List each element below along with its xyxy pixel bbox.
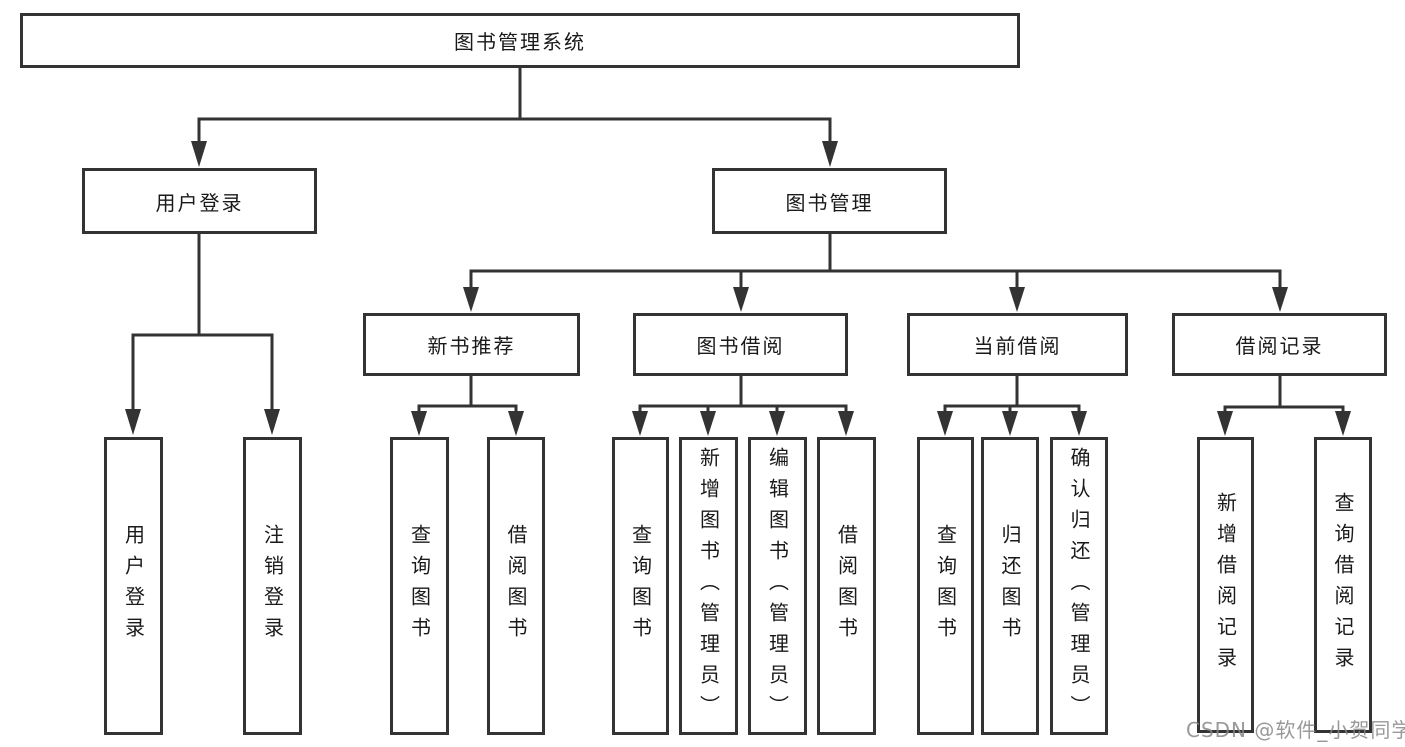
- node-label: 查询图书: [933, 524, 958, 648]
- node-label: 图书管理: [785, 190, 874, 215]
- node-label: 确认归还（管理员）: [1067, 446, 1091, 726]
- node-label: 图书借阅: [696, 334, 785, 358]
- arrowhead: [700, 411, 716, 436]
- arrowhead: [1071, 411, 1087, 436]
- node-label: 当前借阅: [973, 334, 1062, 358]
- arrowhead: [411, 411, 427, 436]
- node-book-management: 图书管理: [712, 168, 947, 234]
- arrowhead: [733, 287, 749, 312]
- leaf-query-borrow-record: 查询借阅记录: [1314, 437, 1372, 733]
- leaf-borrow-book: 借阅图书: [817, 437, 876, 735]
- node-user-login: 用户登录: [82, 168, 317, 234]
- node-label: 编辑图书（管理员）: [765, 446, 790, 726]
- leaf-return-book: 归还图书: [981, 437, 1039, 735]
- arrowhead: [937, 411, 953, 436]
- node-borrow-records: 借阅记录: [1172, 313, 1387, 376]
- node-label: 借阅记录: [1235, 334, 1324, 358]
- node-library-management-system: 图书管理系统: [20, 13, 1020, 68]
- node-label: 新增借阅记录: [1213, 492, 1238, 678]
- leaf-query-books-borrow: 查询图书: [612, 437, 669, 735]
- node-label: 注销登录: [260, 524, 285, 648]
- arrowhead: [463, 287, 479, 312]
- node-label: 新书推荐: [427, 334, 516, 358]
- arrowhead: [1272, 287, 1288, 312]
- leaf-add-book-admin: 新增图书（管理员）: [679, 437, 738, 735]
- leaf-query-books-recommend: 查询图书: [390, 437, 449, 735]
- arrowhead: [1217, 411, 1233, 436]
- arrowhead: [632, 411, 648, 436]
- leaf-edit-book-admin: 编辑图书（管理员）: [748, 437, 807, 735]
- node-label: 查询图书: [628, 524, 653, 648]
- node-label: 图书管理系统: [454, 30, 586, 54]
- node-new-book-recommend: 新书推荐: [363, 313, 580, 376]
- node-label: 查询图书: [407, 524, 432, 648]
- node-label: 归还图书: [998, 524, 1022, 648]
- leaf-add-borrow-record: 新增借阅记录: [1197, 437, 1254, 733]
- leaf-user-login: 用户登录: [104, 437, 163, 735]
- node-label: 用户登录: [155, 190, 244, 215]
- leaf-borrow-books-recommend: 借阅图书: [487, 437, 545, 735]
- node-label: 新增图书（管理员）: [696, 446, 721, 726]
- arrowhead: [1002, 411, 1018, 436]
- arrowhead: [822, 141, 838, 167]
- node-label: 用户登录: [121, 524, 146, 648]
- arrowhead: [838, 411, 854, 436]
- node-current-borrow: 当前借阅: [907, 313, 1128, 376]
- node-label: 借阅图书: [834, 524, 859, 648]
- arrowhead: [125, 409, 141, 435]
- node-book-borrow: 图书借阅: [633, 313, 848, 376]
- arrowhead: [1009, 287, 1025, 312]
- node-label: 借阅图书: [504, 524, 528, 648]
- leaf-logout: 注销登录: [243, 437, 302, 735]
- arrowhead: [508, 411, 524, 436]
- arrowhead: [264, 409, 280, 435]
- leaf-query-books-current: 查询图书: [917, 437, 974, 735]
- csdn-watermark: CSDN @软件_小贺同学: [1186, 718, 1405, 742]
- arrowhead: [769, 411, 785, 436]
- arrowhead: [191, 141, 207, 167]
- node-label: 查询借阅记录: [1331, 492, 1355, 678]
- leaf-confirm-return-admin: 确认归还（管理员）: [1050, 437, 1108, 735]
- arrowhead: [1335, 411, 1351, 436]
